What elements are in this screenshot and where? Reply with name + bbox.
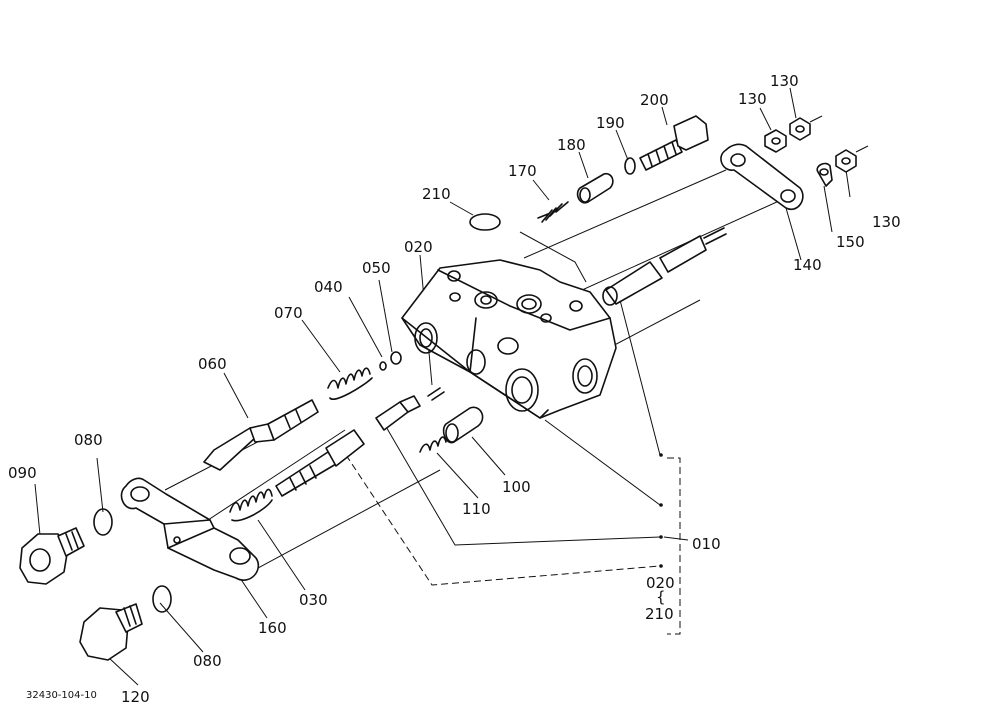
callout-170: 170: [508, 162, 537, 180]
callout-labels: 010 020 020 { 210 210 030 040 050 060 07…: [8, 72, 901, 706]
callout-130-left: 130: [738, 90, 767, 108]
callout-110: 110: [462, 500, 491, 518]
callout-010: 010: [692, 535, 721, 553]
drawing-code: 32430-104-10: [26, 690, 97, 701]
callout-080-lower: 080: [193, 652, 222, 670]
callout-030: 030: [299, 591, 328, 609]
o-ring-icon: [469, 213, 501, 231]
valve-body-icon: [401, 259, 617, 419]
callout-150: 150: [836, 233, 865, 251]
callout-070: 070: [274, 304, 303, 322]
callout-160: 160: [258, 619, 287, 637]
plate-icon: [720, 143, 804, 211]
callout-200: 200: [640, 91, 669, 109]
nut-icon: [764, 115, 869, 173]
callout-020-top: 020: [404, 238, 433, 256]
bracket-icon: [120, 477, 260, 581]
callout-210-bracket: 210: [645, 605, 674, 623]
callout-040: 040: [314, 278, 343, 296]
callout-140: 140: [793, 256, 822, 274]
callout-190: 190: [596, 114, 625, 132]
callout-130-lower: 130: [872, 213, 901, 231]
plug-icon: [19, 527, 85, 585]
o-ring-icon: [93, 508, 172, 613]
callout-210-top: 210: [422, 185, 451, 203]
callout-180: 180: [557, 136, 586, 154]
spool-icon: [203, 399, 319, 471]
callout-060: 060: [198, 355, 227, 373]
callout-090: 090: [8, 464, 37, 482]
adjust-screw-icon: [602, 227, 727, 306]
relief-valve-icon: [576, 115, 709, 204]
callout-120: 120: [121, 688, 150, 706]
spring-icon: [229, 201, 569, 522]
brace-symbol: {: [656, 588, 666, 606]
callout-020-bracket: 020: [646, 574, 675, 592]
washer-icon: [816, 162, 833, 187]
callout-100: 100: [502, 478, 531, 496]
poppet-icon: [375, 351, 484, 444]
callout-080-upper: 080: [74, 431, 103, 449]
callout-050: 050: [362, 259, 391, 277]
leader-lines: [34, 87, 851, 686]
callout-130-right: 130: [770, 72, 799, 90]
plug-icon: [79, 603, 143, 661]
stem-icon: [275, 429, 365, 497]
